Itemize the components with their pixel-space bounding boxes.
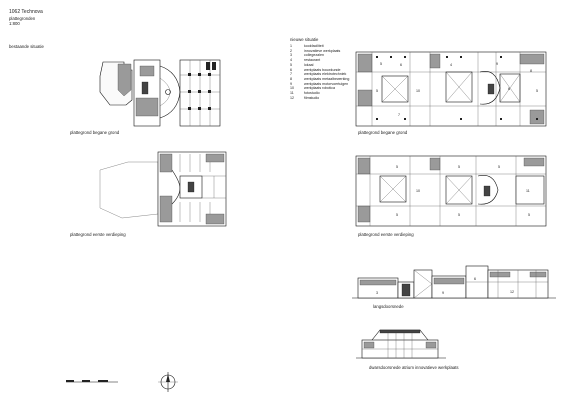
existing-ground-caption: plattegrond begane grond <box>70 130 120 135</box>
room-label: 5 <box>396 213 398 217</box>
existing-first-caption: plattegrond eerste verdieping <box>70 232 126 237</box>
project-title: 1062 Technova <box>9 9 43 15</box>
cross-section-caption: dwarsdoorsnede atrium innovatieve werkpl… <box>369 365 459 370</box>
existing-section-title: bestaande situatie <box>9 44 44 49</box>
north-arrow-icon <box>158 372 178 392</box>
room-label: 12 <box>510 290 514 294</box>
drawing-subtitle: plattegronden <box>9 16 36 21</box>
room-label: 3 <box>376 291 378 295</box>
long-section: 3 9 6 12 <box>352 265 556 299</box>
room-label: 10 <box>416 189 420 193</box>
room-label: 5 <box>396 165 398 169</box>
room-label: 7 <box>398 113 400 117</box>
room-label: 5 <box>458 165 460 169</box>
room-label: 5 <box>376 89 378 93</box>
room-label: 5 <box>380 62 382 66</box>
room-label: 5 <box>528 213 530 217</box>
new-section-title: nieuwe situatie <box>290 37 319 42</box>
room-label: 6 <box>508 87 510 91</box>
drawing-scale: 1:800 <box>9 21 20 26</box>
existing-first-plan <box>99 151 227 227</box>
room-label: 9 <box>442 291 444 295</box>
room-label: 6 <box>400 63 402 67</box>
new-first-plan: 5 5 5 10 11 5 5 5 <box>355 155 547 227</box>
room-label: 5 <box>536 89 538 93</box>
existing-ground-plan <box>99 59 221 127</box>
new-ground-caption: plattegrond begane grond <box>358 130 408 135</box>
room-label: 5 <box>498 165 500 169</box>
room-label: 9 <box>496 62 498 66</box>
room-label: 6 <box>474 277 476 281</box>
room-label: 8 <box>530 69 532 73</box>
room-label: 4 <box>450 63 452 67</box>
scale-bar-icon <box>66 380 118 383</box>
cross-section-atrium <box>356 329 446 359</box>
section-caption: langsdoorsnede <box>373 304 404 309</box>
room-label: 5 <box>458 213 460 217</box>
room-label: 11 <box>526 189 530 193</box>
new-ground-plan: 6 5 9 8 4 7 5 6 10 5 <box>355 51 547 127</box>
room-label: 10 <box>416 89 420 93</box>
new-first-caption: plattegrond eerste verdieping <box>358 232 414 237</box>
